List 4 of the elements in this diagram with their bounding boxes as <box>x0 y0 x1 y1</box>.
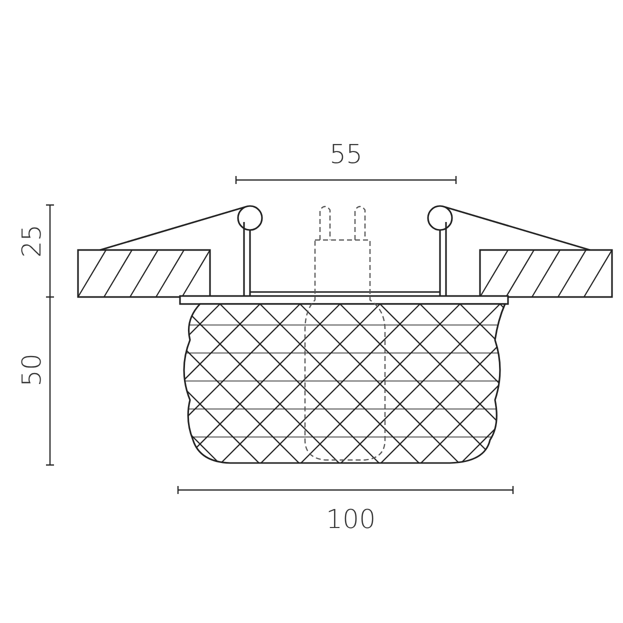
dimension-label: 25 <box>19 224 46 258</box>
dimension-label: 100 <box>326 507 376 533</box>
dimension-label: 50 <box>19 353 46 387</box>
dimension-label: 55 <box>330 142 363 168</box>
